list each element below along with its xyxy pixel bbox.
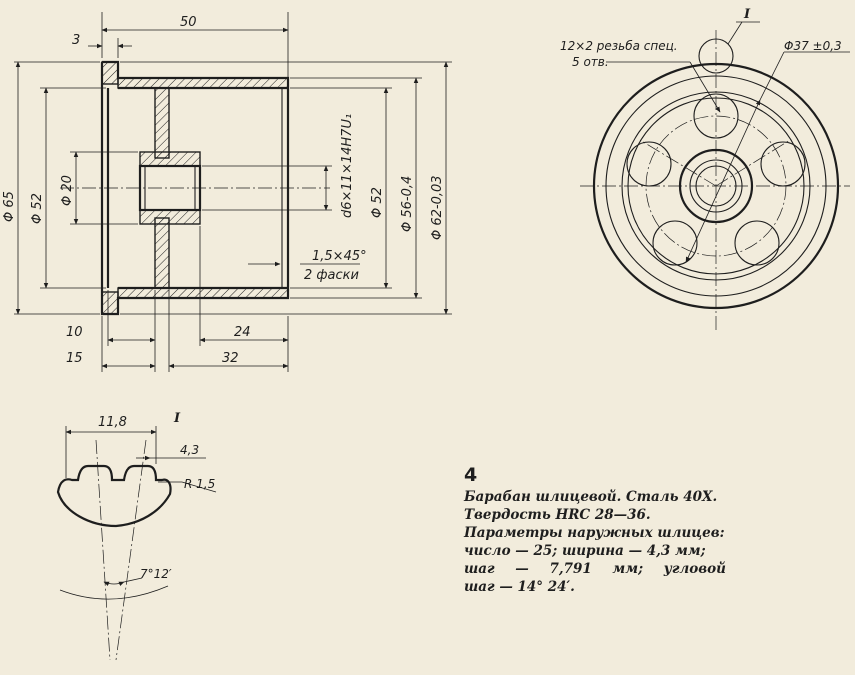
end-view: I 12×2 резьба спец. 5 отв. Φ37 ±0,3 (560, 7, 850, 330)
flange-bottom (101, 291, 119, 315)
dim-w15: 15 (66, 351, 83, 366)
thread-hole (760, 141, 806, 187)
shell-bottom (117, 287, 289, 299)
thread-note-1: 12×2 резьба спец. (560, 39, 678, 53)
caption-line-6: шаг — 14° 24′. (464, 579, 575, 595)
dim-w24: 24 (234, 325, 251, 340)
shell-top (117, 77, 289, 89)
section-view: 50 3 Φ 65 Φ 52 Φ 20 d6×11×14H7U₁ Φ 52 (2, 12, 452, 372)
flange-top (101, 61, 119, 85)
caption-line-5: шаг — 7,791 мм; угловой (464, 561, 726, 577)
dim-w10: 10 (66, 325, 83, 340)
caption-line-1: Барабан шлицевой. Сталь 40Х. (464, 489, 718, 505)
dim-pcd: Φ37 ±0,3 (784, 39, 842, 53)
dim-d65: Φ 65 (2, 191, 17, 222)
detail-pitch: 11,8 (98, 415, 127, 430)
detail-ref: I (173, 411, 181, 426)
detail-width: 4,3 (180, 443, 199, 457)
dim-chamfer-note: 2 фаски (304, 268, 359, 283)
caption-line-2: Твердость HRC 28—36. (464, 507, 651, 523)
detail-angle: 7°12′ (140, 567, 172, 581)
dim-length: 50 (180, 15, 197, 30)
detail-view: 11,8 I 4,3 R 1,5 7°12′ (56, 411, 217, 661)
dim-spline-spec: d6×11×14H7U₁ (340, 114, 355, 218)
dim-d56: Φ 56-0,4 (400, 176, 415, 232)
hub-bottom (139, 209, 201, 225)
dim-d52-left: Φ 52 (30, 193, 45, 224)
web-top (154, 87, 170, 159)
thread-hole (626, 141, 672, 187)
thread-note-2: 5 отв. (572, 55, 609, 69)
detail-radius: R 1,5 (184, 477, 215, 491)
caption-line-4: число — 25; ширина — 4,3 мм; (464, 543, 706, 559)
spline-teeth-profile (56, 464, 172, 528)
dim-d62: Φ 62-0,03 (430, 175, 445, 240)
dim-chamfer: 1,5×45° (312, 249, 367, 264)
dim-w32: 32 (222, 351, 239, 366)
dim-d52-right: Φ 52 (370, 187, 385, 218)
figure-number: 4 (464, 464, 478, 486)
dim-flange: 3 (72, 33, 80, 48)
dim-d20: Φ 20 (60, 175, 75, 206)
thread-hole (652, 220, 698, 266)
web-bottom (154, 217, 170, 289)
detail-ref-end: I (743, 7, 751, 22)
hub-top (139, 151, 201, 167)
caption-line-3: Параметры наружных шлицев: (464, 525, 725, 541)
figure-caption: 4 Барабан шлицевой. Сталь 40Х. Твердость… (464, 462, 726, 596)
